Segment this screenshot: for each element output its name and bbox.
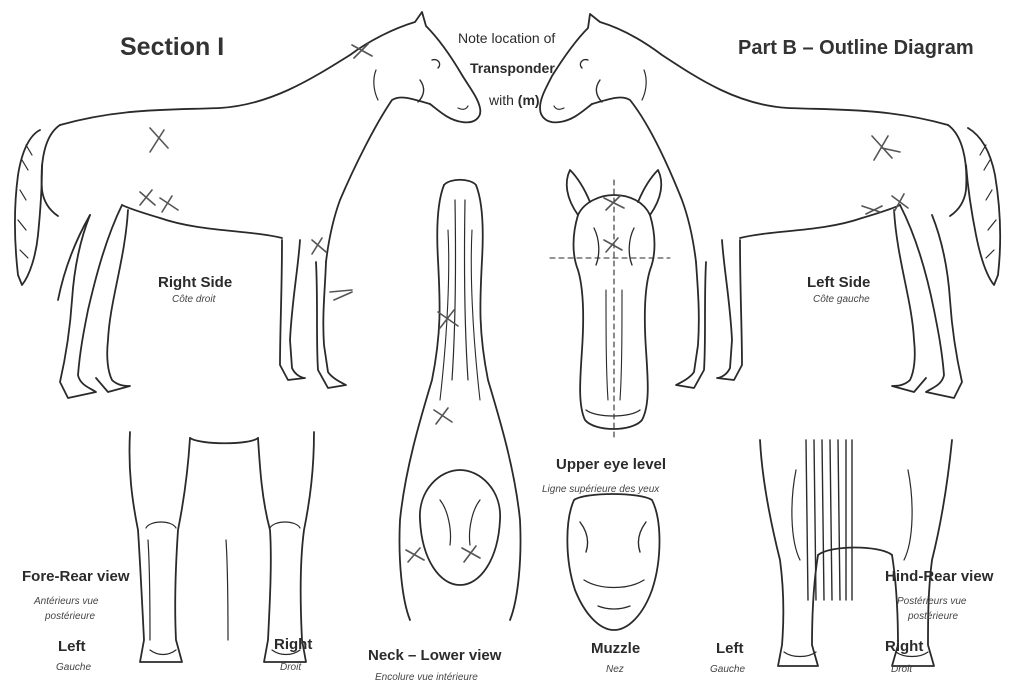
fore-left-label: Left	[58, 638, 86, 655]
hind-rear-label: Hind-Rear view	[885, 568, 993, 585]
note-line-2: Transponder	[470, 60, 555, 76]
hind-rear-sub-2: postérieure	[908, 611, 958, 622]
fore-rear-view	[129, 432, 314, 662]
front-head-view	[550, 170, 670, 440]
muzzle-label: Muzzle	[591, 640, 640, 657]
hind-right-label: Right	[885, 638, 923, 655]
muzzle-view	[567, 494, 659, 630]
note-mark: (m)	[518, 92, 540, 108]
section-title: Section I	[120, 33, 224, 62]
right-side-sub: Côte droit	[172, 294, 215, 305]
right-side-label: Right Side	[158, 274, 232, 291]
fore-rear-sub-1: Antérieurs vue	[34, 596, 98, 607]
fore-right-sub: Droit	[280, 662, 301, 673]
note-line-3: with (m)	[489, 92, 540, 108]
muzzle-sub: Nez	[606, 664, 624, 675]
hind-left-label: Left	[716, 640, 744, 657]
fore-rear-label: Fore-Rear view	[22, 568, 130, 585]
left-side-label: Left Side	[807, 274, 870, 291]
hind-left-sub: Gauche	[710, 664, 745, 675]
left-side-sub: Côte gauche	[813, 294, 870, 305]
right-side-horse	[15, 12, 480, 398]
neck-lower-view	[399, 180, 520, 620]
hind-right-sub: Droit	[891, 664, 912, 675]
note-line-1: Note location of	[458, 30, 555, 46]
upper-eye-label: Upper eye level	[556, 456, 666, 473]
fore-rear-sub-2: postérieure	[45, 611, 95, 622]
part-title: Part B – Outline Diagram	[738, 37, 974, 60]
upper-eye-sub: Ligne supérieure des yeux	[542, 484, 659, 495]
fore-right-label: Right	[274, 636, 312, 653]
neck-lower-sub: Encolure vue intérieure	[375, 672, 478, 683]
neck-lower-label: Neck – Lower view	[368, 647, 501, 664]
hind-rear-sub-1: Postérieurs vue	[897, 596, 966, 607]
fore-left-sub: Gauche	[56, 662, 91, 673]
hind-rear-view	[760, 440, 952, 666]
